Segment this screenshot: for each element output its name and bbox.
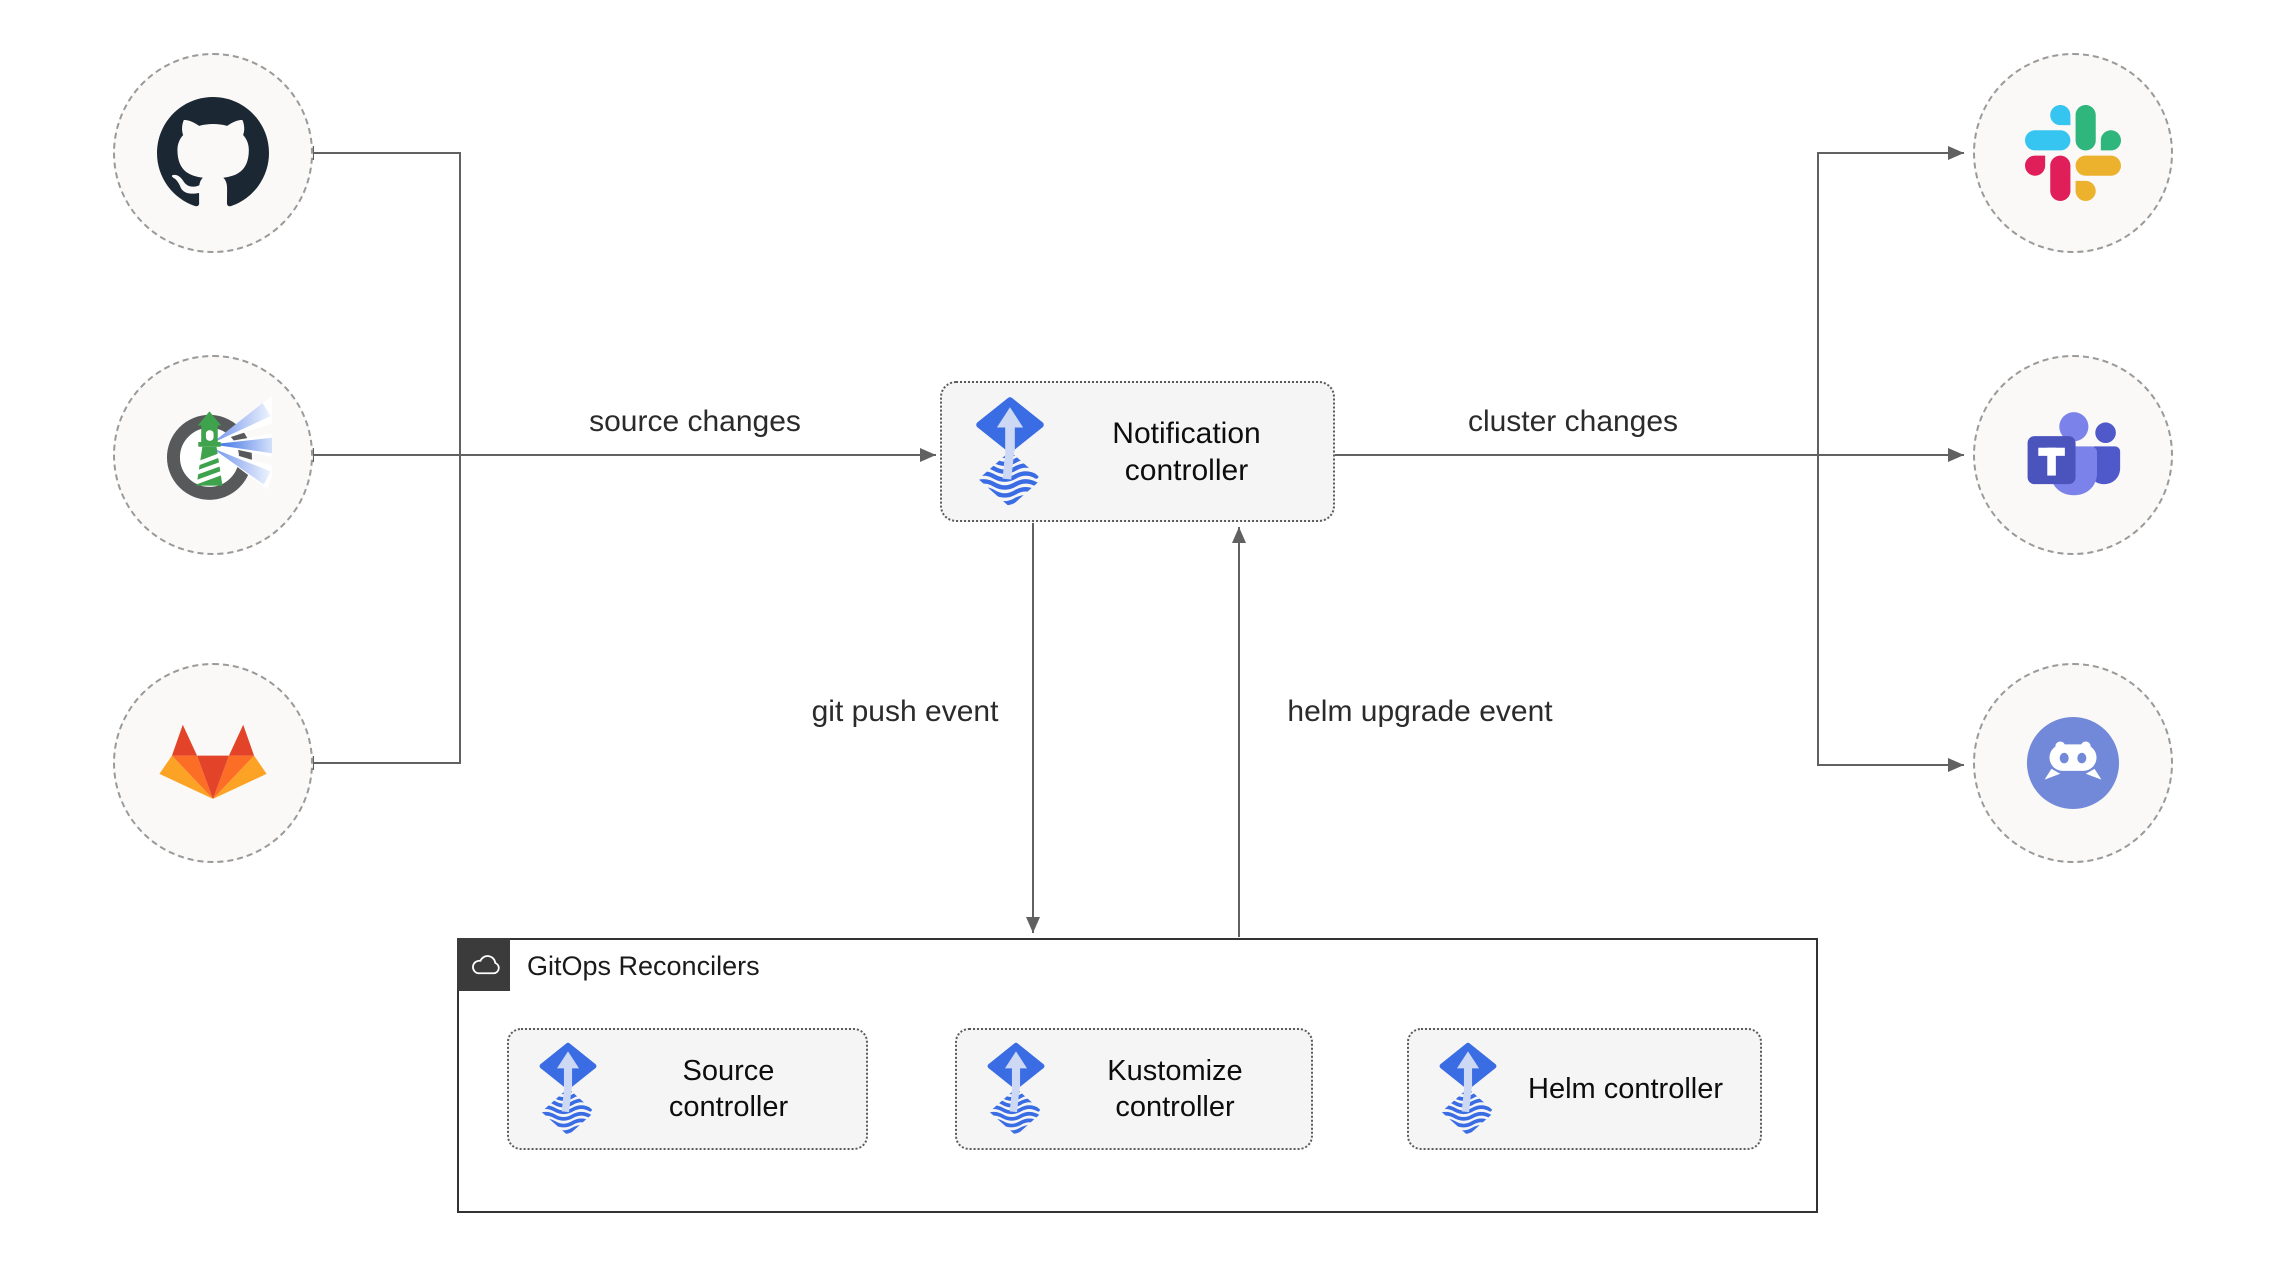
- gitops-header-square: [457, 938, 510, 991]
- node-discord: [1973, 663, 2173, 863]
- edge-label-helm-upgrade-event: helm upgrade event: [1287, 695, 1553, 728]
- node-github: [113, 53, 313, 253]
- github-icon: [157, 97, 269, 209]
- gitops-group-title: GitOps Reconcilers: [527, 951, 760, 981]
- node-kustomize-controller: Kustomize controller: [955, 1028, 1313, 1150]
- edge-to-discord: [1817, 455, 1964, 772]
- teams-icon: [2017, 407, 2129, 503]
- kustomize-controller-label: Kustomize controller: [1107, 1055, 1243, 1123]
- edge-github-to-bus: [313, 152, 461, 454]
- edge-to-slack: [1817, 146, 1964, 455]
- edge-gitlab-to-bus: [313, 456, 461, 764]
- node-notification-controller: Notification controller: [940, 381, 1335, 522]
- slack-icon: [2025, 105, 2121, 201]
- helm-controller-label: Helm controller: [1528, 1073, 1723, 1105]
- cloud-icon: [466, 952, 502, 978]
- source-controller-label: Source controller: [668, 1055, 789, 1123]
- node-harbor: [113, 355, 313, 555]
- gitlab-icon: [156, 720, 270, 806]
- edge-label-git-push-event: git push event: [811, 695, 999, 728]
- harbor-icon: [154, 396, 272, 514]
- flux-icon: [531, 1041, 605, 1137]
- node-gitlab: [113, 663, 313, 863]
- node-helm-controller: Helm controller: [1407, 1028, 1762, 1150]
- node-teams: [1973, 355, 2173, 555]
- node-slack: [1973, 53, 2173, 253]
- discord-icon: [2024, 714, 2122, 812]
- node-source-controller: Source controller: [507, 1028, 868, 1150]
- flux-icon: [1431, 1041, 1505, 1137]
- notification-controller-label: Notification controller: [1112, 416, 1261, 487]
- flux-icon: [966, 395, 1054, 509]
- flux-icon: [979, 1041, 1053, 1137]
- edge-label-cluster-changes: cluster changes: [1467, 405, 1679, 438]
- edge-label-source-changes: source changes: [589, 405, 801, 438]
